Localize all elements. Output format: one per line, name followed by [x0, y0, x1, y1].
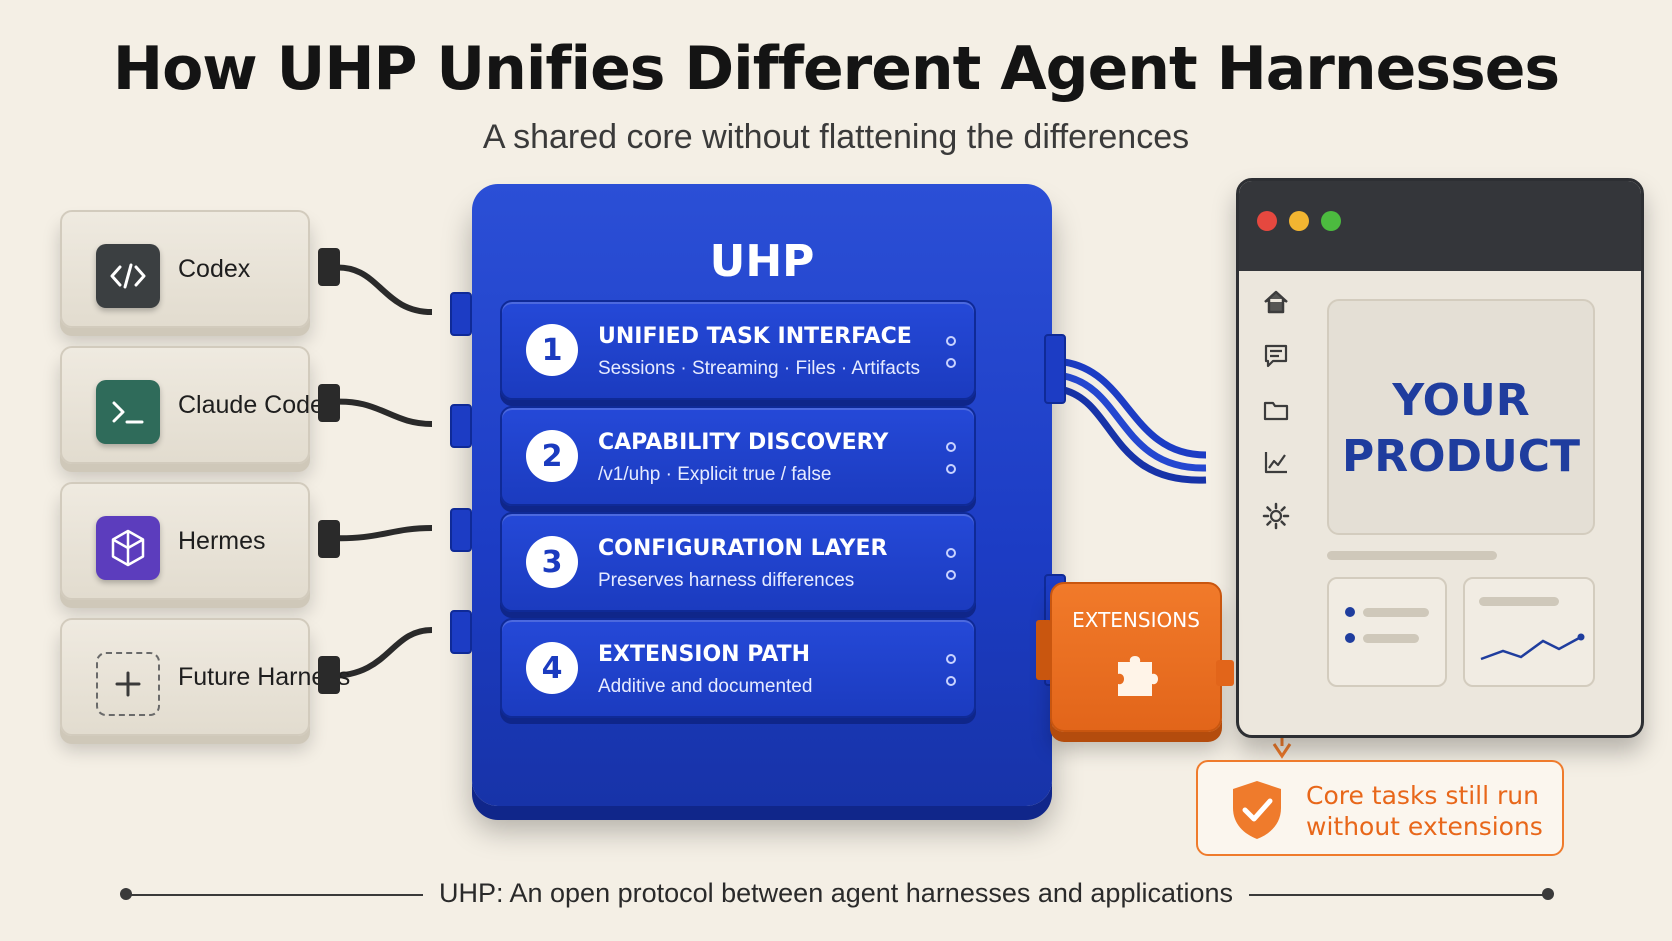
harness-hermes: Hermes — [60, 482, 310, 600]
layer-title: CONFIGURATION LAYER — [598, 536, 888, 561]
layer-subtitle: Sessions · Streaming · Files · Artifacts — [598, 358, 921, 379]
layer-subtitle: Preserves harness differences — [598, 570, 855, 591]
uhp-port — [450, 292, 472, 336]
chart-card — [1463, 577, 1595, 687]
chat-icon — [1264, 344, 1288, 368]
harness-label: Claude Code — [178, 390, 324, 419]
footer-caption: UHP: An open protocol between agent harn… — [0, 878, 1672, 909]
bullet-dot — [1345, 633, 1355, 643]
uhp-layer-4: 4 EXTENSION PATH Additive and documented — [500, 618, 976, 718]
layer-subtitle: /v1/uhp · Explicit true / false — [598, 464, 832, 485]
uhp-port — [450, 404, 472, 448]
puzzle-icon — [1118, 656, 1158, 696]
extensions-module: EXTENSIONS — [1050, 582, 1222, 732]
mini-line-chart — [1480, 633, 1585, 661]
layer-title: EXTENSION PATH — [598, 642, 811, 667]
indicator-dot — [946, 442, 956, 452]
indicator-dot — [946, 676, 956, 686]
extension-connector — [1216, 660, 1234, 686]
shield-check-icon — [1233, 781, 1281, 839]
placeholder-line — [1363, 608, 1429, 617]
chart-icon — [1264, 452, 1287, 474]
indicator-dot — [946, 464, 956, 474]
uhp-layer-1: 1 UNIFIED TASK INTERFACE Sessions · Stre… — [500, 300, 976, 400]
product-line-1: YOUR — [1392, 375, 1530, 426]
placeholder-line — [1363, 634, 1419, 643]
plug — [318, 248, 340, 286]
plus-icon — [96, 652, 160, 716]
harness-future: Future Harness — [60, 618, 350, 736]
page-subtitle: A shared core without flattening the dif… — [482, 118, 1190, 156]
uhp-title: UHP — [709, 236, 815, 287]
layer-title: CAPABILITY DISCOVERY — [598, 430, 889, 455]
harness-codex: Codex — [60, 210, 310, 328]
gear-icon — [1262, 502, 1290, 530]
uhp-port — [450, 508, 472, 552]
uhp-layer-3: 3 CONFIGURATION LAYER Preserves harness … — [500, 512, 976, 612]
plug — [318, 384, 340, 422]
hexagon-cube-icon — [96, 516, 160, 580]
indicator-dot — [946, 548, 956, 558]
maximize-dot-icon — [1321, 211, 1341, 231]
home-icon — [1264, 290, 1288, 314]
harness-label: Hermes — [178, 526, 266, 555]
note-text: Core tasks still run without extensions — [1306, 780, 1543, 842]
page-title: How UHP Unifies Different Agent Harnesse… — [112, 34, 1560, 104]
layer-number: 2 — [526, 430, 578, 482]
fallback-note: Core tasks still run without extensions — [1196, 760, 1564, 856]
list-card — [1327, 577, 1447, 687]
indicator-dot — [946, 336, 956, 346]
minimize-dot-icon — [1289, 211, 1309, 231]
plug — [318, 520, 340, 558]
indicator-dot — [946, 570, 956, 580]
product-window: YOUR PRODUCT — [1236, 178, 1644, 738]
indicator-dot — [946, 654, 956, 664]
code-brackets-icon — [96, 244, 160, 308]
bullet-dot — [1345, 607, 1355, 617]
layer-subtitle: Additive and documented — [598, 676, 813, 697]
uhp-layer-2: 2 CAPABILITY DISCOVERY /v1/uhp · Explici… — [500, 406, 976, 506]
layer-number: 1 — [526, 324, 578, 376]
note-line-1: Core tasks still run — [1306, 781, 1539, 810]
close-dot-icon — [1257, 211, 1277, 231]
extension-connector — [1036, 620, 1052, 680]
plug — [318, 656, 340, 694]
layer-number: 3 — [526, 536, 578, 588]
harness-claude-code: Claude Code — [60, 346, 324, 464]
product-label: YOUR PRODUCT — [1329, 373, 1593, 485]
product-panel: YOUR PRODUCT — [1327, 299, 1595, 535]
footer-dot — [1542, 888, 1554, 900]
layer-number: 4 — [526, 642, 578, 694]
extensions-label: EXTENSIONS — [1072, 608, 1200, 632]
placeholder-line — [1479, 597, 1559, 606]
indicator-dot — [946, 358, 956, 368]
layer-title: UNIFIED TASK INTERFACE — [598, 324, 912, 349]
footer-text: UHP: An open protocol between agent harn… — [422, 878, 1250, 908]
note-line-2: without extensions — [1306, 812, 1543, 841]
terminal-icon — [96, 380, 160, 444]
placeholder-line — [1327, 551, 1497, 560]
folder-icon — [1263, 401, 1289, 421]
uhp-port — [1044, 334, 1066, 404]
product-line-2: PRODUCT — [1341, 431, 1581, 482]
footer-dot — [120, 888, 132, 900]
harness-label: Codex — [178, 254, 251, 283]
uhp-port — [450, 610, 472, 654]
